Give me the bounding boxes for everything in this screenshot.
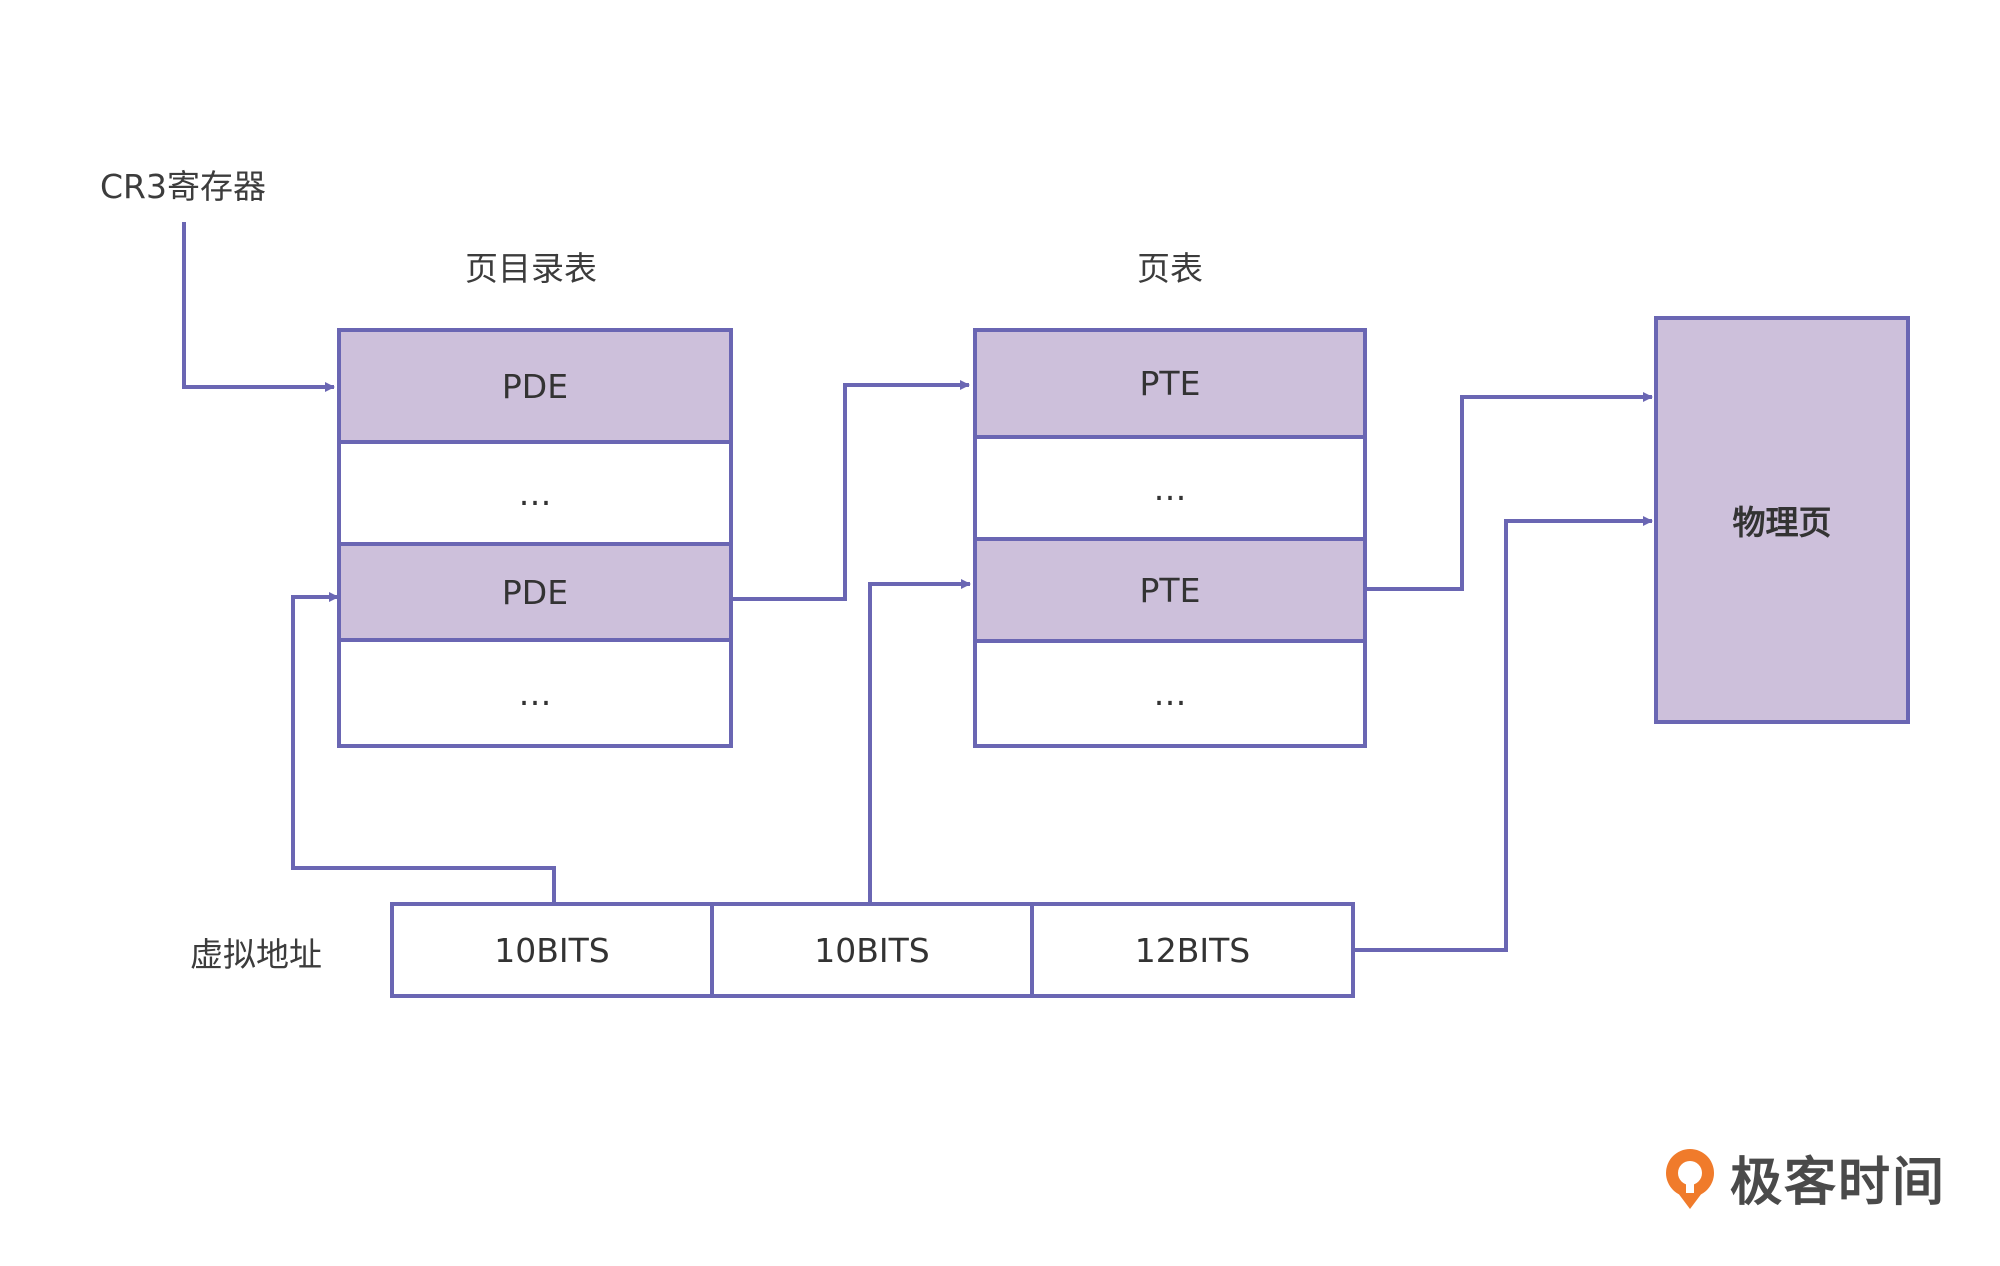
table-bits-field: 10BITS [710,906,1030,994]
pte-entry: PTE [977,537,1363,639]
page-table: PTE … PTE … [973,328,1367,748]
pde-entry: PDE [341,332,729,440]
cr3-register-label: CR3寄存器 [100,167,266,206]
pte-entry: PTE [977,332,1363,435]
pde-entry: PDE [341,542,729,638]
offset-arrow [1353,516,1653,952]
brand-logo: 极客时间 [1660,1140,1946,1215]
cr3-to-pde-arrow [182,222,335,392]
brand-logo-icon [1666,1148,1714,1209]
page-directory-title: 页目录表 [465,249,597,288]
directory-bits-field: 10BITS [394,906,710,994]
physical-page: 物理页 [1654,316,1910,724]
dir-index-arrow [291,592,556,904]
brand-name: 极客时间 [1730,1153,1947,1213]
physical-page-label: 物理页 [1732,503,1832,542]
page-table-title: 页表 [1137,249,1203,288]
pde-ellipsis: … [341,440,729,542]
page-directory-table: PDE … PDE … [337,328,733,748]
virtual-address-label: 虚拟地址 [190,935,322,974]
pde-to-pte-arrow [731,380,970,601]
pte-ellipsis: … [977,435,1363,537]
pte-to-page-arrow [1367,392,1653,591]
offset-bits-field: 12BITS [1030,906,1351,994]
pde-ellipsis: … [341,638,729,744]
virtual-address-fields: 10BITS 10BITS 12BITS [390,902,1355,998]
table-index-arrow [868,579,971,904]
pte-ellipsis: … [977,639,1363,744]
